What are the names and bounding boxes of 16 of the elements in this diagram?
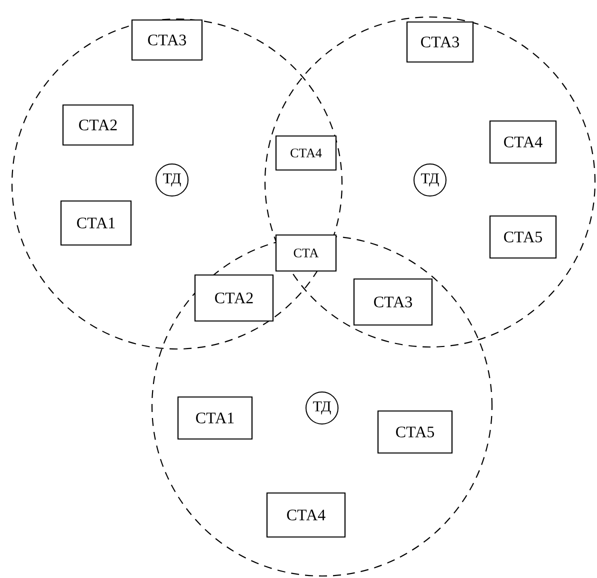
station-box: СТА5 [377,410,453,454]
station-box: СТА4 [266,492,346,538]
cell-circle [151,235,493,577]
station-box: СТА2 [194,274,274,322]
station-box: СТА1 [60,200,132,246]
station-box: СТА3 [131,19,203,61]
station-box: СТА3 [406,21,474,63]
cell-circle [11,18,343,350]
station-box: СТА3 [353,278,433,326]
station-box: СТА2 [62,104,134,146]
cell-circle [264,16,596,348]
station-box: СТА4 [489,120,557,164]
station-box: СТА4 [275,135,337,171]
station-box: СТА [275,234,337,272]
station-box: СТА5 [489,215,557,259]
station-box: СТА1 [177,396,253,440]
